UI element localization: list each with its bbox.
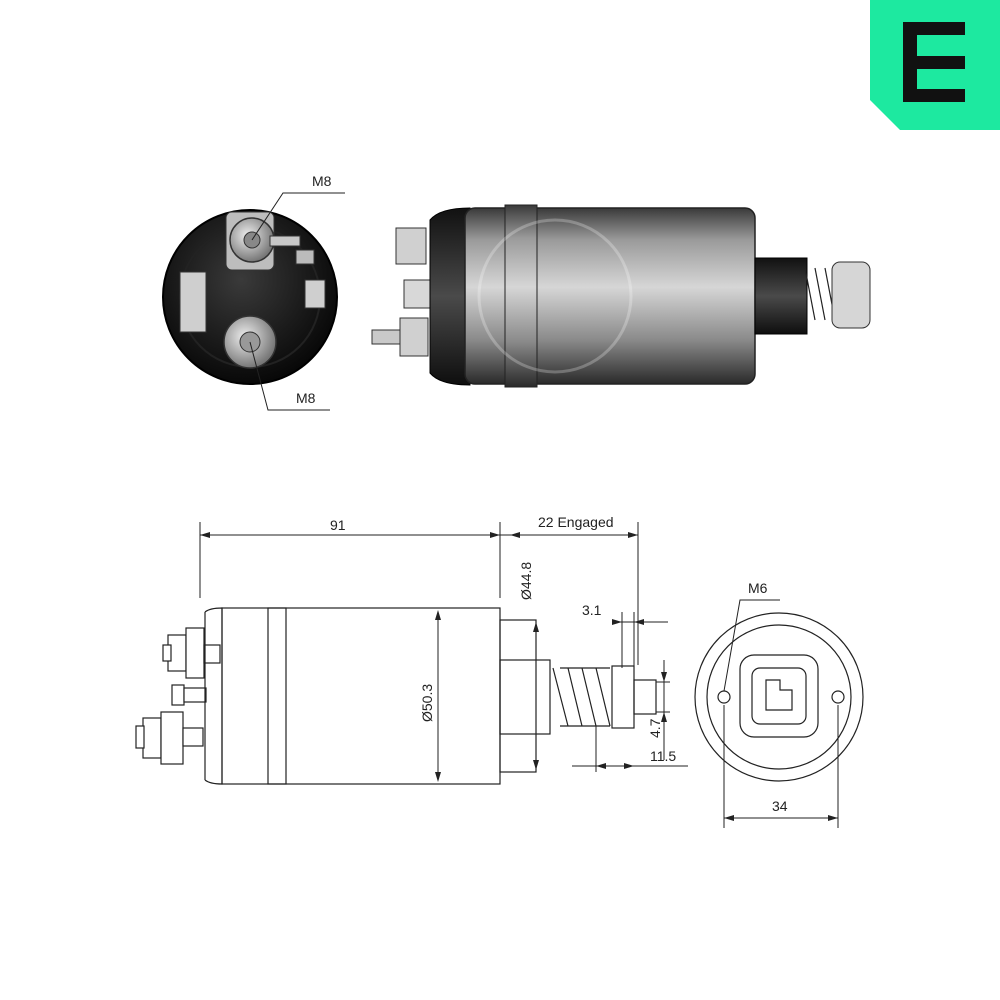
drawing-body [221,607,501,785]
side-black-cap [429,207,471,386]
photo-end-view: M8 M8 [162,173,345,411]
logo-letter-e-icon [903,22,965,102]
drawing-cap [204,607,223,785]
plunger-head [831,261,871,329]
end-outer-circle [694,612,864,782]
dim-engaged-label: 22 Engaged [538,514,614,530]
leader-top [251,192,345,241]
mount-hole-left [717,690,731,704]
photo-side-view [371,204,871,388]
spade-terminal-right [304,279,326,309]
terminal-label-top: M8 [312,173,332,189]
drawing-side-view: 91 22 Engaged Ø44.8 Ø50.3 3.1 4.7 [135,514,688,785]
terminal-label-bottom: M8 [296,390,316,406]
leader-m6 [723,599,780,692]
drawing-terminals [135,627,221,765]
dim-11-5-label: 11.5 [650,748,676,764]
end-inner-circle [706,624,852,770]
dim-nose-diam-label: Ø44.8 [518,562,534,600]
dim-4-7-label: 4.7 [647,718,663,738]
end-center-key [765,679,793,711]
thread-label: M6 [748,580,768,596]
drawing-end-view: M6 34 [694,580,864,828]
end-center-boss [739,654,819,738]
spade-terminal-left [179,271,207,333]
stud-top [395,227,427,265]
mount-hole-right [831,690,845,704]
plunger-spring [804,267,836,321]
dim-body-diam-label: Ø50.3 [419,684,435,722]
side-nose [754,257,808,335]
drawing-plunger [611,665,635,729]
dim-3-1-label: 3.1 [582,602,602,618]
drawing-nose [499,619,537,773]
dim-length-label: 91 [330,517,346,533]
leader-bottom [249,341,330,411]
drawing-spring [552,667,611,727]
brand-logo [870,0,1000,130]
spade-side [403,279,435,309]
terminal-cap [162,209,338,385]
watermark-icon [477,218,633,374]
hole-spacing-label: 34 [772,798,788,814]
